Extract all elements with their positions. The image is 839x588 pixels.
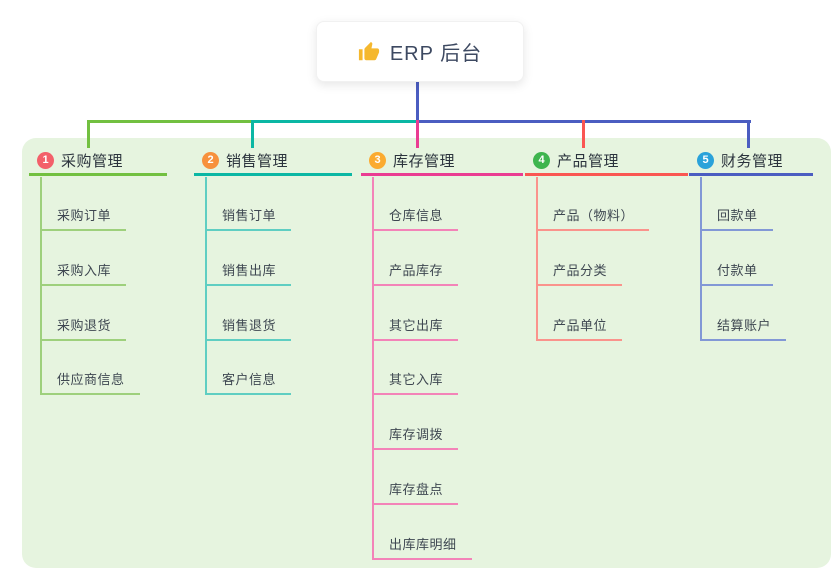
child-node[interactable]: 销售出库 <box>205 258 292 286</box>
child-node[interactable]: 产品（物料） <box>536 203 650 231</box>
child-node[interactable]: 采购订单 <box>40 203 127 231</box>
branch-label: 库存管理 <box>393 153 456 170</box>
branch-node-4[interactable]: 4 产品管理 <box>525 148 688 176</box>
child-node[interactable]: 结算账户 <box>700 313 787 341</box>
child-node[interactable]: 采购退货 <box>40 313 127 341</box>
child-node[interactable]: 销售订单 <box>205 203 292 231</box>
child-node[interactable]: 客户信息 <box>205 367 292 395</box>
branch-drop-line-5 <box>747 120 750 148</box>
child-node[interactable]: 库存盘点 <box>372 477 459 505</box>
branch-drop-line-4 <box>582 120 585 148</box>
root-node-erp-backend[interactable]: ERP 后台 <box>316 21 524 82</box>
child-node[interactable]: 回款单 <box>700 203 773 231</box>
branch-number-badge: 5 <box>697 152 714 169</box>
branch-number-badge: 4 <box>533 152 550 169</box>
branch-label: 销售管理 <box>226 153 289 170</box>
child-node[interactable]: 其它入库 <box>372 367 459 395</box>
child-node[interactable]: 出库库明细 <box>372 532 472 560</box>
branch-spine-line <box>40 177 42 395</box>
thumbs-up-icon <box>358 41 379 60</box>
child-node[interactable]: 仓库信息 <box>372 203 459 231</box>
child-node[interactable]: 采购入库 <box>40 258 127 286</box>
root-connector-line <box>416 82 419 120</box>
branch-spine-line <box>205 177 207 395</box>
root-node-label: ERP 后台 <box>389 43 483 65</box>
child-node[interactable]: 供应商信息 <box>40 367 140 395</box>
child-node[interactable]: 产品库存 <box>372 258 459 286</box>
child-node[interactable]: 产品单位 <box>536 313 623 341</box>
branch-label: 产品管理 <box>557 153 620 170</box>
branch-spine-line <box>700 177 702 341</box>
branch-number-badge: 2 <box>202 152 219 169</box>
branch-number-badge: 3 <box>369 152 386 169</box>
child-node[interactable]: 产品分类 <box>536 258 623 286</box>
branch-spine-line <box>372 177 374 560</box>
branches-background-panel <box>22 138 831 568</box>
branch-node-2[interactable]: 2 销售管理 <box>194 148 352 176</box>
bus-segment-purchase <box>87 120 253 123</box>
child-node[interactable]: 销售退货 <box>205 313 292 341</box>
branch-label: 财务管理 <box>721 153 784 170</box>
branch-node-5[interactable]: 5 财务管理 <box>689 148 813 176</box>
child-node[interactable]: 其它出库 <box>372 313 459 341</box>
branch-drop-line-2 <box>251 120 254 148</box>
branch-number-badge: 1 <box>37 152 54 169</box>
branch-label: 采购管理 <box>61 153 124 170</box>
bus-segment-sales <box>252 120 418 123</box>
branch-node-1[interactable]: 1 采购管理 <box>29 148 167 176</box>
branch-drop-line-3 <box>416 120 419 148</box>
branch-spine-line <box>536 177 538 341</box>
branch-drop-line-1 <box>87 120 90 148</box>
child-node[interactable]: 付款单 <box>700 258 773 286</box>
child-node[interactable]: 库存调拨 <box>372 422 459 450</box>
branch-node-3[interactable]: 3 库存管理 <box>361 148 523 176</box>
